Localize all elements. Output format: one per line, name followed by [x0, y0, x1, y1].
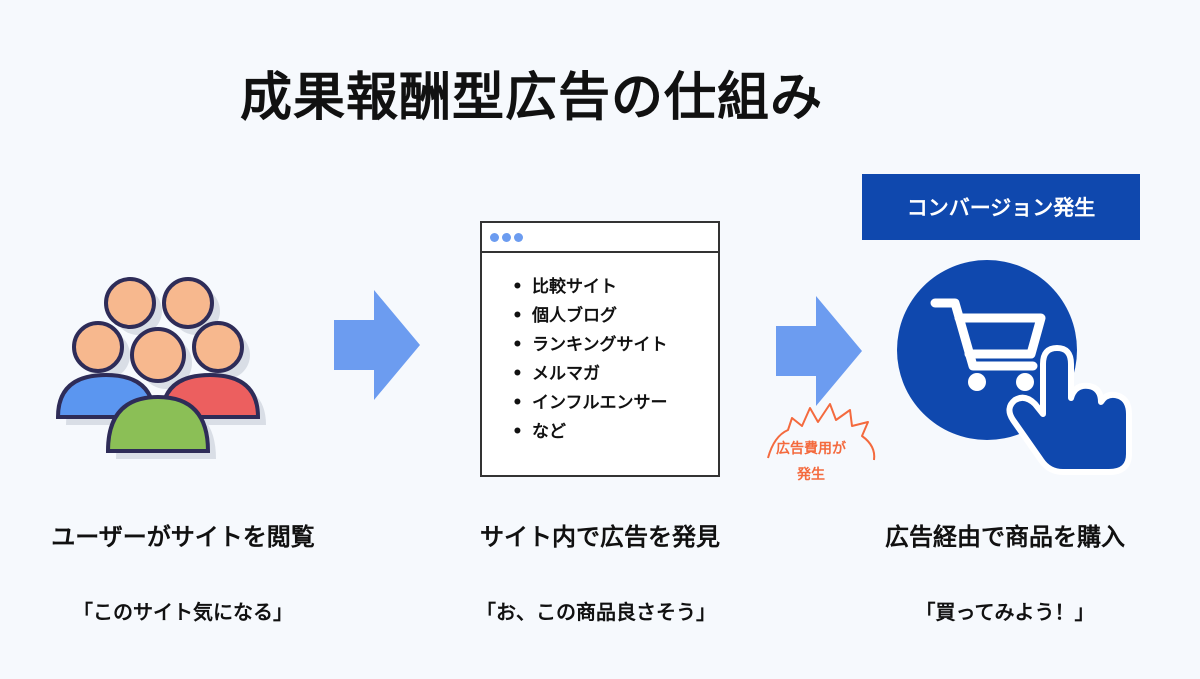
step-caption: 広告経由で商品を購入: [885, 523, 1125, 551]
ad-cost-label: 広告費用が 発生: [756, 436, 866, 488]
step-caption: ユーザーがサイトを閲覧: [51, 523, 315, 551]
cart-click-icon: [897, 260, 1132, 475]
window-dot-icon: [490, 233, 499, 242]
step-quote: 「買ってみよう！」: [915, 600, 1095, 624]
conversion-badge: コンバージョン発生: [862, 174, 1140, 240]
arrow-right-icon: [334, 290, 420, 400]
page-title: 成果報酬型広告の仕組み: [240, 68, 824, 128]
list-item: メルマガ: [512, 360, 668, 389]
ad-cost-line2: 発生: [797, 467, 825, 483]
list-item: ランキングサイト: [512, 331, 668, 360]
browser-title-bar: [482, 223, 718, 253]
ad-cost-line1: 広告費用が: [776, 441, 846, 457]
list-item: など: [512, 418, 668, 447]
list-item: 個人ブログ: [512, 302, 668, 331]
browser-window: 比較サイト 個人ブログ ランキングサイト メルマガ インフルエンサー など: [480, 221, 720, 477]
window-dot-icon: [502, 233, 511, 242]
list-item: インフルエンサー: [512, 389, 668, 418]
list-item: 比較サイト: [512, 273, 668, 302]
users-group-icon: [55, 277, 266, 459]
arrow-right-icon: [776, 296, 862, 406]
burst-icon: [767, 403, 876, 461]
step-quote: 「このサイト気になる」: [73, 600, 293, 624]
ad-media-list: 比較サイト 個人ブログ ランキングサイト メルマガ インフルエンサー など: [512, 273, 668, 447]
step-quote: 「お、この商品良さそう」: [476, 600, 716, 624]
step-caption: サイト内で広告を発見: [480, 523, 720, 551]
window-dot-icon: [514, 233, 523, 242]
